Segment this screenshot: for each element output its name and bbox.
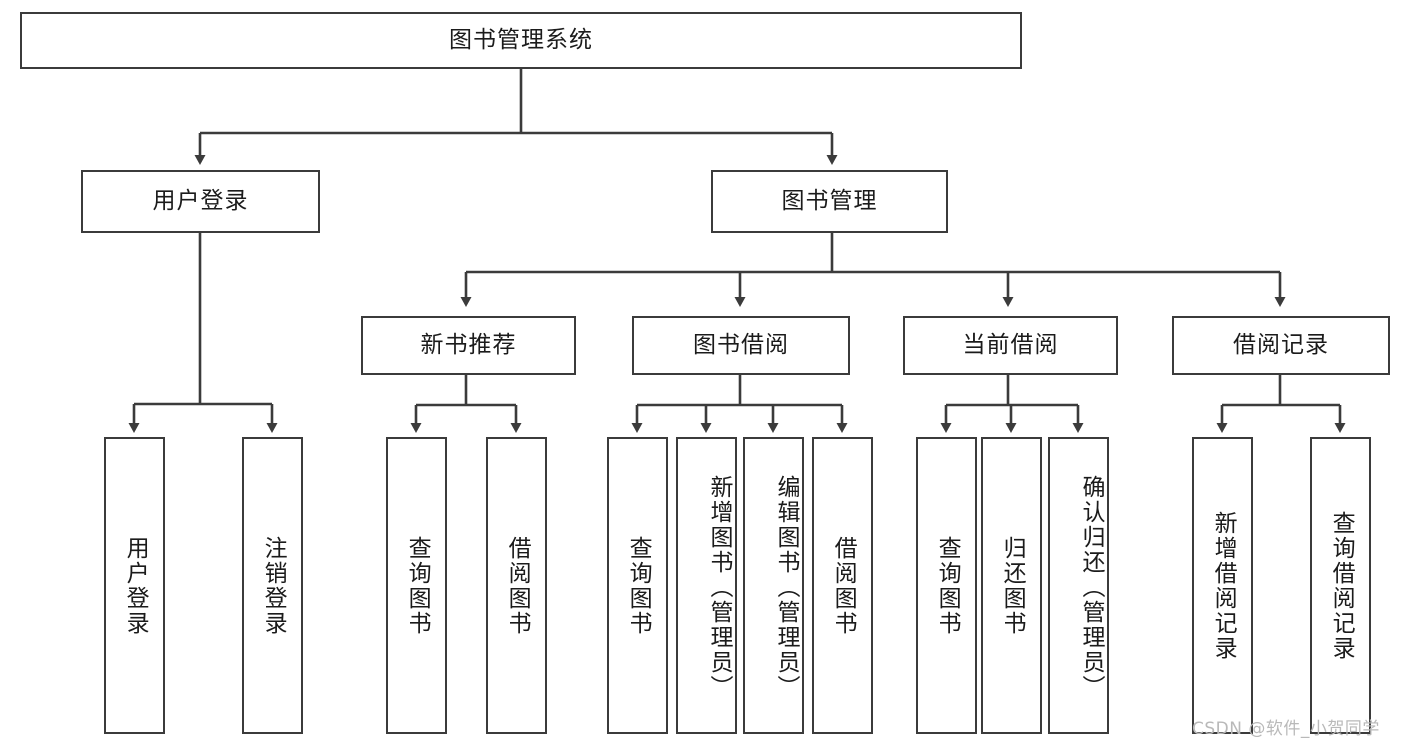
- leaf-return-book[interactable]: 归还图书: [981, 437, 1042, 734]
- leaf-query-book-recommend[interactable]: 查询图书: [386, 437, 447, 734]
- node-root-system[interactable]: 图书管理系统: [20, 12, 1022, 69]
- leaf-query-book-borrow[interactable]: 查询图书: [607, 437, 668, 734]
- leaf-add-book-admin[interactable]: 新增图书（管理员）: [676, 437, 737, 734]
- leaf-add-borrow-record[interactable]: 新增借阅记录: [1192, 437, 1253, 734]
- node-current-borrow[interactable]: 当前借阅: [903, 316, 1118, 375]
- leaf-query-borrow-record[interactable]: 查询借阅记录: [1310, 437, 1371, 734]
- node-user-login[interactable]: 用户登录: [81, 170, 320, 233]
- leaf-borrow-book-recommend[interactable]: 借阅图书: [486, 437, 547, 734]
- leaf-edit-book-admin[interactable]: 编辑图书（管理员）: [743, 437, 804, 734]
- node-book-borrow[interactable]: 图书借阅: [632, 316, 850, 375]
- leaf-confirm-return-admin[interactable]: 确认归还（管理员）: [1048, 437, 1109, 734]
- node-book-management[interactable]: 图书管理: [711, 170, 948, 233]
- watermark-text: CSDN @软件_小贺同学: [1192, 719, 1380, 739]
- node-borrow-records[interactable]: 借阅记录: [1172, 316, 1390, 375]
- node-new-book-recommend[interactable]: 新书推荐: [361, 316, 576, 375]
- leaf-query-book-current[interactable]: 查询图书: [916, 437, 977, 734]
- leaf-user-login[interactable]: 用户登录: [104, 437, 165, 734]
- leaf-borrow-book[interactable]: 借阅图书: [812, 437, 873, 734]
- leaf-logout[interactable]: 注销登录: [242, 437, 303, 734]
